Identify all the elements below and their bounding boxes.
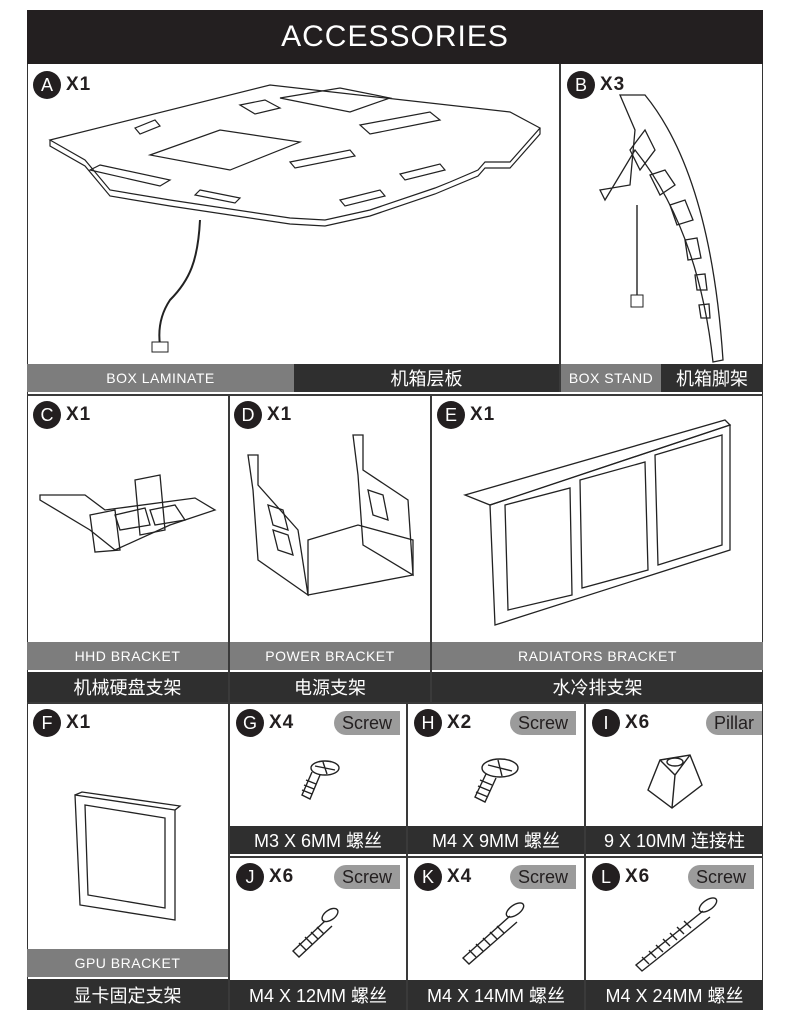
item-e-badge: E X1 <box>437 401 495 429</box>
screw-m4-24-icon <box>634 897 718 972</box>
pillar-icon <box>647 754 703 809</box>
item-f-qty: X1 <box>66 712 92 733</box>
item-b-label-en: BOX STAND <box>561 364 661 392</box>
item-e-label-cn: 水冷排支架 <box>432 672 763 702</box>
item-i-letter: I <box>592 709 620 737</box>
item-a-letter: A <box>33 71 61 99</box>
divider <box>27 702 763 704</box>
item-g-label: M3 X 6MM 螺丝 <box>230 826 406 854</box>
item-b-qty: X3 <box>600 74 626 95</box>
page-title: ACCESSORIES <box>27 10 763 64</box>
item-g-letter: G <box>236 709 264 737</box>
box-stand-drawing <box>599 94 724 363</box>
item-k-type-badge: Screw <box>510 865 577 889</box>
screw-m4-14-icon <box>461 902 525 965</box>
item-k-badge: K X4 <box>414 863 472 891</box>
item-b-label-cn: 机箱脚架 <box>661 364 763 392</box>
item-h-type-badge: Screw <box>510 711 577 735</box>
item-d-badge: D X1 <box>234 401 292 429</box>
divider <box>228 704 230 1010</box>
item-l-label: M4 X 24MM 螺丝 <box>586 980 763 1010</box>
item-k-label: M4 X 14MM 螺丝 <box>408 980 584 1010</box>
item-a-label-en: BOX LAMINATE <box>27 364 294 392</box>
item-i-badge: I X6 <box>592 709 650 737</box>
hhd-bracket-drawing <box>39 474 217 553</box>
divider <box>430 396 432 702</box>
item-c-label-cn: 机械硬盘支架 <box>27 672 228 702</box>
item-e-letter: E <box>437 401 465 429</box>
gpu-bracket-drawing <box>74 791 182 921</box>
item-g-qty: X4 <box>269 712 295 733</box>
item-c-letter: C <box>33 401 61 429</box>
item-b-letter: B <box>567 71 595 99</box>
item-h-letter: H <box>414 709 442 737</box>
item-a-label-cn: 机箱层板 <box>294 364 559 392</box>
item-i-qty: X6 <box>625 712 651 733</box>
item-g-type-badge: Screw <box>334 711 401 735</box>
item-e-qty: X1 <box>470 404 496 425</box>
item-l-letter: L <box>592 863 620 891</box>
radiators-bracket-drawing <box>463 419 732 626</box>
item-d-label-en: POWER BRACKET <box>230 642 430 670</box>
power-bracket-drawing <box>247 434 414 597</box>
item-j-type-badge: Screw <box>334 865 401 889</box>
item-i-label: 9 X 10MM 连接柱 <box>586 826 763 854</box>
divider <box>230 856 763 858</box>
item-d-label-cn: 电源支架 <box>230 672 430 702</box>
item-h-badge: H X2 <box>414 709 472 737</box>
item-j-label: M4 X 12MM 螺丝 <box>230 980 406 1010</box>
item-d-qty: X1 <box>267 404 293 425</box>
box-laminate-drawing <box>48 84 541 353</box>
item-f-letter: F <box>33 709 61 737</box>
item-c-badge: C X1 <box>33 401 91 429</box>
item-h-label: M4 X 9MM 螺丝 <box>408 826 584 854</box>
item-f-label-en: GPU BRACKET <box>27 949 228 977</box>
screw-m4-12-icon <box>291 907 339 958</box>
item-d-letter: D <box>234 401 262 429</box>
item-i-type-badge: Pillar <box>706 711 763 735</box>
divider <box>228 396 230 702</box>
item-k-qty: X4 <box>447 866 473 887</box>
item-j-badge: J X6 <box>236 863 294 891</box>
divider <box>559 64 561 392</box>
item-f-badge: F X1 <box>33 709 91 737</box>
item-a-badge: A X1 <box>33 71 91 99</box>
item-a-qty: X1 <box>66 74 92 95</box>
item-f-label-cn: 显卡固定支架 <box>27 979 228 1010</box>
divider <box>27 394 763 396</box>
item-k-letter: K <box>414 863 442 891</box>
item-e-label-en: RADIATORS BRACKET <box>432 642 763 670</box>
screw-m3-6-icon <box>301 760 340 800</box>
item-j-letter: J <box>236 863 264 891</box>
screw-m4-9-icon <box>474 758 519 803</box>
item-l-qty: X6 <box>625 866 651 887</box>
item-g-badge: G X4 <box>236 709 294 737</box>
item-j-qty: X6 <box>269 866 295 887</box>
item-h-qty: X2 <box>447 712 473 733</box>
item-c-label-en: HHD BRACKET <box>27 642 228 670</box>
item-c-qty: X1 <box>66 404 92 425</box>
item-b-badge: B X3 <box>567 71 625 99</box>
item-l-badge: L X6 <box>592 863 650 891</box>
item-l-type-badge: Screw <box>688 865 755 889</box>
